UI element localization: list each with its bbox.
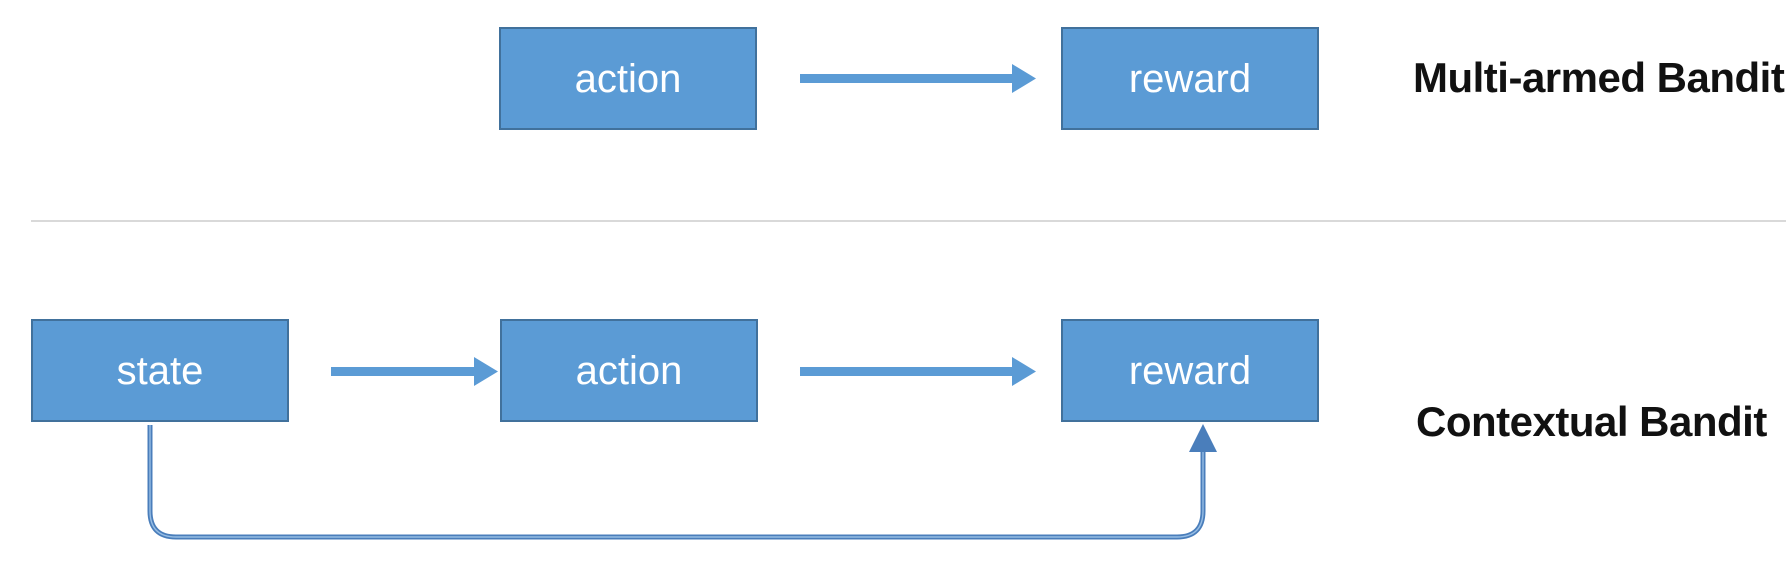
right-arrow-icon	[800, 357, 1036, 386]
section-divider	[31, 220, 1786, 222]
node-label: reward	[1128, 56, 1252, 101]
node-label: reward	[1128, 348, 1252, 393]
node-state: state	[31, 319, 289, 422]
node-label: action	[575, 348, 683, 393]
node-reward-bottom: reward	[1061, 319, 1319, 422]
node-action-top: action	[499, 27, 757, 130]
node-action-bottom: action	[500, 319, 758, 422]
contextual-bandit-title: Contextual Bandit	[1416, 398, 1767, 445]
node-reward-top: reward	[1061, 27, 1319, 130]
right-arrow-icon	[800, 64, 1036, 93]
node-label: state	[116, 348, 204, 393]
loop-arrow-state-to-reward	[147, 424, 1217, 540]
multi-armed-bandit-title: Multi-armed Bandit	[1413, 54, 1785, 101]
node-label: action	[574, 56, 682, 101]
right-arrow-icon	[331, 357, 498, 386]
up-arrow-icon	[1189, 424, 1217, 452]
